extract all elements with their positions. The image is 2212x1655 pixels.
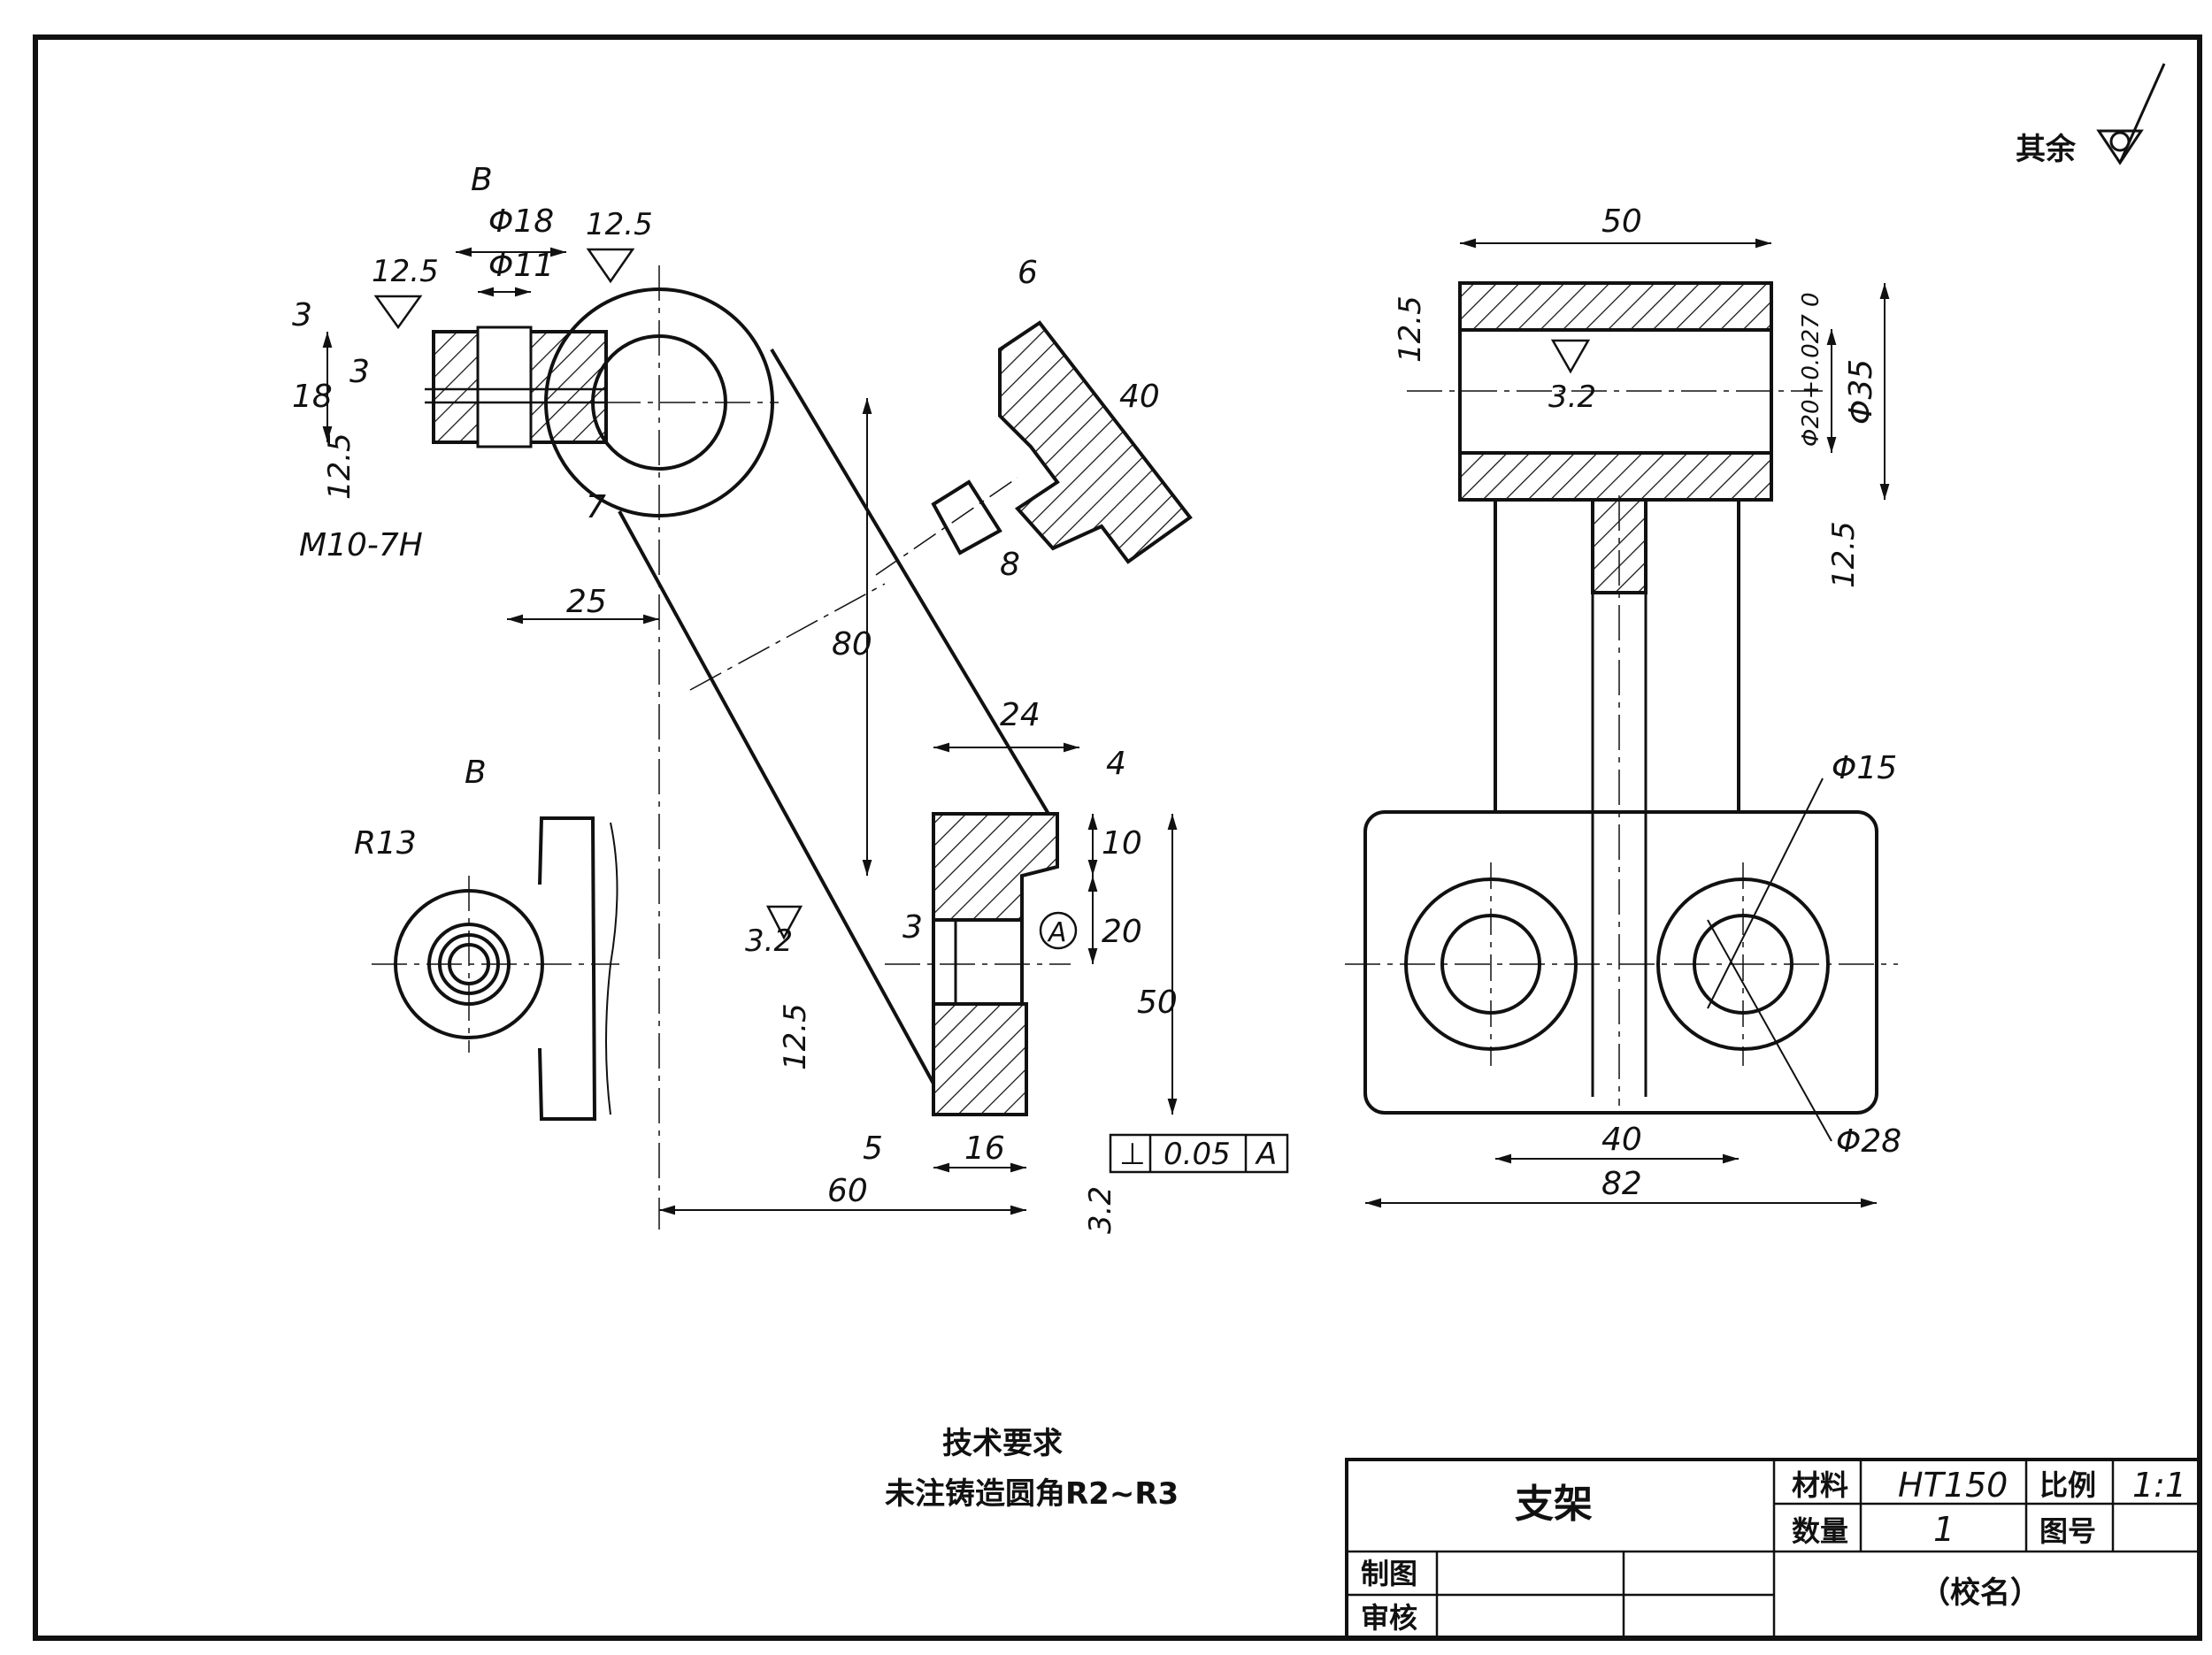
other-roughness-label: 其余 [2016, 132, 2077, 167]
drawn-label: 制图 [1361, 1557, 1417, 1590]
dim-40-bottom: 40 [1601, 1122, 1642, 1158]
view-b [372, 816, 619, 1121]
dim-phi18: Φ18 [488, 203, 554, 240]
svg-text:A: A [1047, 917, 1067, 948]
dim-5: 5 [863, 1130, 883, 1167]
roughness-12-5-base-side: 12.5 [778, 1003, 813, 1070]
dim-80: 80 [832, 626, 872, 663]
dim-40-rib: 40 [1119, 379, 1160, 415]
dimension-lines [322, 238, 1890, 1215]
roughness-12-5-lug-top: 12.5 [372, 254, 439, 289]
technical-requirements: 技术要求 未注铸造圆角R2~R3 [885, 1426, 1179, 1512]
dim-phi35: Φ35 [1843, 359, 1879, 425]
dim-3-top: 3 [292, 297, 312, 333]
roughness-12-5-lug-side: 12.5 [322, 433, 357, 500]
dim-r13: R13 [354, 825, 417, 862]
dim-20: 20 [1102, 914, 1142, 950]
dim-phi20-tolerance: Φ20+0.027 0 [1798, 292, 1824, 447]
scale-label: 比例 [2039, 1468, 2096, 1502]
dim-phi28: Φ28 [1836, 1123, 1901, 1160]
scale-value: 1:1 [2132, 1466, 2186, 1505]
title-block-text: 支架 材料 HT150 比例 1:1 数量 1 图号 制图 审核 （校名） [1361, 1466, 2186, 1635]
dim-24: 24 [1000, 697, 1041, 733]
dimension-texts: B B Φ18 Φ11 3 3 18 M10-7H 7 25 80 6 40 8… [292, 162, 1901, 1209]
side-hub-bottom-wall [1458, 451, 1773, 502]
side-view [1345, 281, 1898, 1115]
geometric-tolerance-frame: ⊥ 0.05 A [1109, 1133, 1289, 1174]
dim-82: 82 [1601, 1166, 1642, 1202]
side-hub-top-wall [1458, 281, 1773, 332]
dim-50-top: 50 [1601, 203, 1642, 240]
dim-60: 60 [827, 1173, 868, 1209]
dim-18: 18 [292, 379, 333, 415]
other-roughness-symbol: 其余 [2016, 63, 2166, 167]
dim-phi11: Φ11 [488, 248, 554, 284]
dim-50-vertical: 50 [1137, 985, 1178, 1021]
roughness-12-5-leg: 12.5 [1826, 521, 1862, 588]
drawing-number-label: 图号 [2039, 1514, 2096, 1548]
dim-16: 16 [964, 1130, 1005, 1167]
perpendicularity-symbol: ⊥ [1119, 1137, 1146, 1172]
title-block [1345, 1458, 2201, 1640]
tech-req-line1: 未注铸造圆角R2~R3 [885, 1476, 1179, 1512]
dim-phi15: Φ15 [1832, 750, 1897, 786]
roughness-3-2-bore: 3.2 [1548, 379, 1596, 415]
roughness-3-2-base: 3.2 [745, 923, 793, 959]
roughness-12-5-hub: 12.5 [586, 207, 653, 242]
tolerance-value: 0.05 [1164, 1137, 1231, 1172]
rib-removed-section [875, 320, 1193, 576]
dim-7: 7 [586, 489, 606, 525]
roughness-symbols: 12.5 12.5 12.5 3.2 12.5 3.2 12.5 3.2 12.… [322, 207, 1862, 1234]
dim-8: 8 [1000, 547, 1020, 583]
arm-right-edge [770, 348, 1050, 816]
roughness-12-5-side-hub: 12.5 [1393, 295, 1428, 363]
quantity-value: 1 [1933, 1510, 1955, 1549]
checked-label: 审核 [1361, 1601, 1417, 1635]
view-b-section-arrow: B [471, 162, 493, 198]
material-value: HT150 [1898, 1466, 2008, 1505]
dim-thread: M10-7H [299, 527, 423, 563]
dim-4: 4 [1106, 746, 1126, 782]
tolerance-datum: A [1255, 1137, 1277, 1172]
dim-3-mid: 3 [349, 354, 370, 390]
front-view [425, 265, 1071, 1230]
view-b-label: B [465, 755, 487, 791]
datum-a: A [1039, 911, 1078, 950]
dim-6: 6 [1018, 255, 1038, 291]
tech-req-title: 技术要求 [942, 1426, 1063, 1461]
side-base-plate [1363, 810, 1878, 1115]
part-name: 支架 [1515, 1482, 1593, 1527]
dim-10: 10 [1102, 825, 1142, 862]
dim-25: 25 [566, 584, 607, 620]
material-label: 材料 [1792, 1468, 1848, 1502]
dim-3-low: 3 [902, 909, 923, 946]
arm-left-edge [618, 510, 935, 1084]
roughness-3-2-bottom: 3.2 [1083, 1186, 1118, 1234]
quantity-label: 数量 [1792, 1514, 1848, 1548]
school-name-label: （校名） [1920, 1575, 2040, 1611]
drawing-border [33, 34, 2202, 1641]
